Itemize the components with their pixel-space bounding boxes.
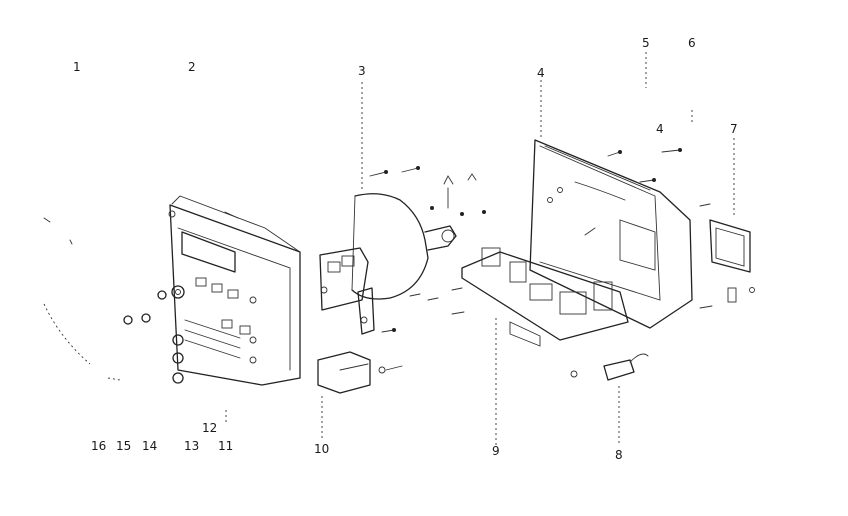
callout-15: 15 [116, 439, 132, 453]
callout-1: 1 [73, 60, 81, 74]
callout-4-secondary: 4 [656, 122, 664, 136]
main-pcb-chassis [461, 247, 629, 347]
connector-part-8 [570, 353, 649, 381]
callout-9: 9 [492, 444, 500, 458]
rear-panel-part-7 [709, 219, 755, 303]
callout-11: 11 [218, 439, 234, 453]
callout-13: 13 [184, 439, 200, 453]
front-bezel [168, 195, 301, 386]
callout-10: 10 [314, 442, 330, 456]
callout-7: 7 [730, 122, 738, 136]
callout-8: 8 [615, 448, 623, 462]
callout-6: 6 [688, 36, 696, 50]
callout-2: 2 [188, 60, 196, 74]
leader-lines [225, 52, 735, 445]
bracket-part-10 [317, 351, 403, 394]
front-knobs [123, 285, 185, 384]
callout-5: 5 [642, 36, 650, 50]
callout-16: 16 [91, 439, 107, 453]
callout-4: 4 [537, 66, 545, 80]
callout-14: 14 [142, 439, 158, 453]
yoke-assembly [319, 247, 375, 335]
screws [369, 148, 713, 333]
callout-3: 3 [358, 64, 366, 78]
screen-glass [43, 217, 121, 381]
crt-tube [351, 173, 486, 300]
callout-12: 12 [202, 421, 218, 435]
rear-cabinet [529, 139, 693, 329]
